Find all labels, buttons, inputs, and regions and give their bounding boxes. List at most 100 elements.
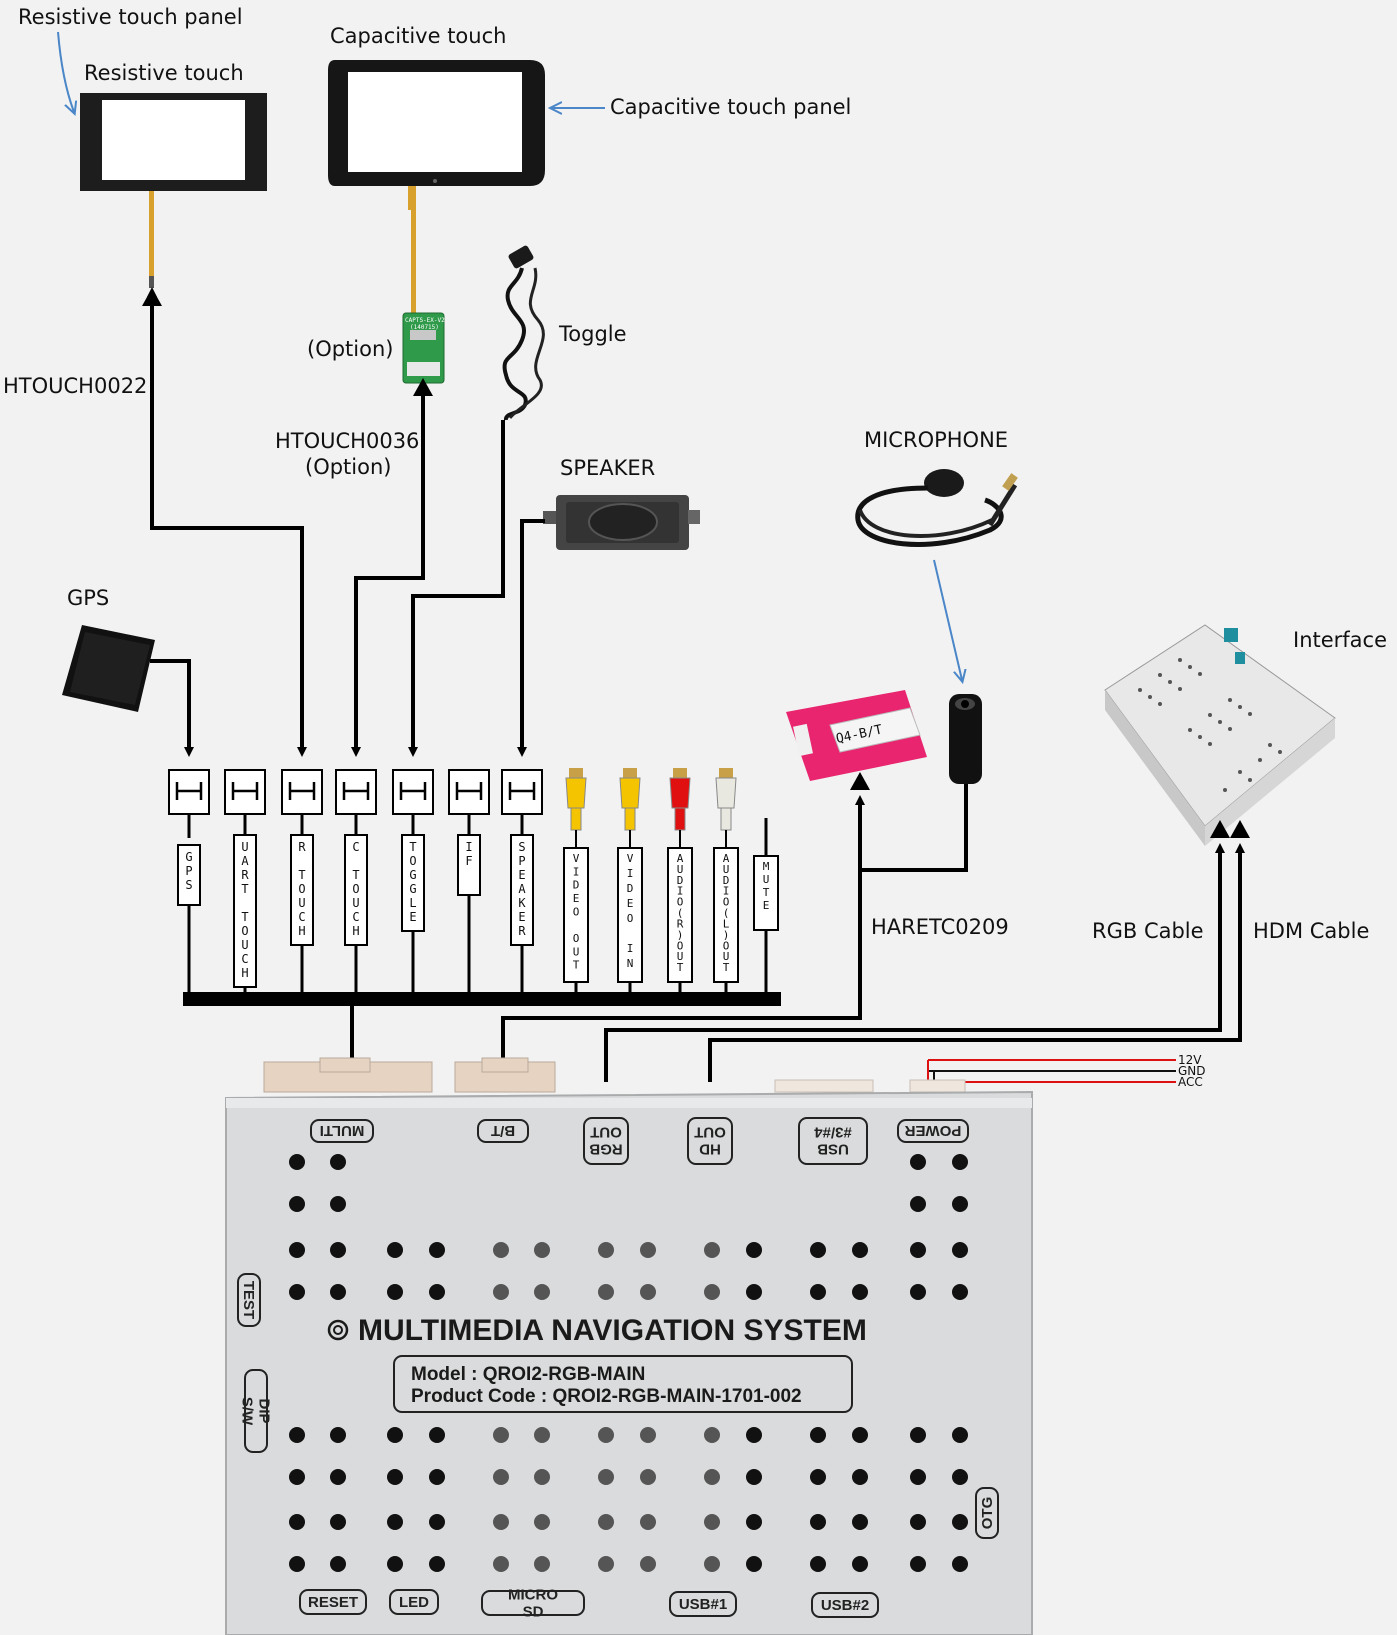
unit-port-otg: OTG: [975, 1487, 999, 1539]
toggle-switch-cable: [502, 245, 545, 421]
speaker-label: SPEAKER: [560, 456, 655, 480]
toggle-label: Toggle: [558, 322, 627, 346]
cap-board-date: (140715): [410, 324, 439, 331]
hdm-cable-label: HDM Cable: [1253, 919, 1369, 943]
unit-port-label: B/T: [491, 1122, 515, 1139]
interface-box: [1104, 624, 1336, 846]
unit-port-label: RESET: [308, 1594, 358, 1611]
unit-port-dip-sw: DIPS/W: [239, 1369, 273, 1453]
model-text: Model : QROI2-RGB-MAIN: [411, 1364, 645, 1385]
microphone-device: [855, 469, 1018, 547]
power-wire-label: GND: [1178, 1064, 1206, 1078]
unit-port-label: DIPS/W: [239, 1397, 273, 1426]
unit-title: MULTIMEDIA NAVIGATION SYSTEM: [358, 1314, 867, 1347]
unit-port-usb-3-4: USB#3/#4: [798, 1117, 868, 1165]
capacitive-touch-label: Capacitive touch: [330, 24, 506, 48]
unit-port-label: HDOUT: [694, 1124, 726, 1158]
unit-port-hd-out: HDOUT: [687, 1117, 733, 1165]
power-wire-label: 12V: [1178, 1053, 1202, 1067]
microphone-label: MICROPHONE: [864, 428, 1008, 452]
resistive-pointer-arrow: [57, 31, 74, 112]
product-code-text: Product Code : QROI2-RGB-MAIN-1701-002: [411, 1386, 802, 1407]
harness-bus: [183, 992, 781, 1006]
unit-port-usb-2: USB#2: [811, 1592, 879, 1618]
power-wire-label: ACC: [1178, 1075, 1203, 1089]
wires: [147, 287, 1245, 1082]
unit-port-label: USB#2: [821, 1597, 869, 1614]
power-wire-acc: ACC: [928, 1075, 1203, 1089]
resistive-touch-label: Resistive touch: [84, 61, 244, 85]
unit-port-label: LED: [399, 1594, 429, 1611]
arrow-heads: [142, 288, 1250, 838]
unit-port-label: USB#3/#4: [814, 1124, 852, 1158]
unit-title-mark: [327, 1319, 349, 1341]
unit-port-test: TEST: [237, 1273, 261, 1327]
capacitive-touch-panel: [328, 60, 545, 315]
unit-port-led: LED: [389, 1589, 439, 1615]
rgb-cable-label: RGB Cable: [1092, 919, 1204, 943]
cap-board-label: CAPTS-EX-V2: [405, 317, 445, 324]
bt-module: Q4-B/T: [786, 690, 927, 781]
htouch0036-option-label: (Option): [305, 455, 391, 479]
resistive-touch-panel: [80, 93, 267, 288]
unit-port-usb-1: USB#1: [669, 1591, 737, 1617]
model-box: [393, 1355, 853, 1413]
unit-port-label: TEST: [240, 1281, 257, 1319]
unit-port-rgb-out: RGBOUT: [583, 1117, 629, 1165]
unit-port-reset: RESET: [299, 1589, 367, 1615]
capacitive-panel-label: Capacitive touch panel: [610, 95, 851, 119]
unit-port-label: USB#1: [679, 1596, 727, 1613]
haretc0209-label: HARETC0209: [871, 915, 1009, 939]
unit-port-label: POWER: [905, 1122, 962, 1139]
unit-port-label: OTG: [979, 1497, 996, 1530]
unit-port-b-t: B/T: [477, 1119, 529, 1143]
microphone-pointer-arrow: [933, 559, 962, 680]
microphone-jack: [949, 694, 982, 784]
speaker-device: [543, 495, 700, 550]
htouch0022-label: HTOUCH0022: [3, 374, 147, 398]
unit-port-multi: MULTI: [310, 1119, 374, 1143]
unit-port-labels: MULTI B/T RGBOUT HDOUT USB#3/#4 POWER TEST DIPS…: [237, 1117, 999, 1621]
unit-title-mark-inner: [333, 1325, 343, 1335]
capacitive-controller-board: CAPTS-EX-V2 (140715): [402, 312, 445, 384]
gps-antenna: [62, 625, 155, 712]
unit-port-label: MULTI: [320, 1122, 365, 1139]
htouch0036-label: HTOUCH0036: [275, 429, 419, 453]
unit-port-power: POWER: [897, 1119, 969, 1143]
gps-label: GPS: [67, 586, 109, 610]
power-wire-12v: 12V: [928, 1053, 1202, 1067]
resistive-panel-label: Resistive touch panel: [18, 5, 243, 29]
interface-label: Interface: [1293, 628, 1387, 652]
option-label-board: (Option): [307, 337, 393, 361]
power-wire-gnd: GND: [928, 1064, 1206, 1078]
